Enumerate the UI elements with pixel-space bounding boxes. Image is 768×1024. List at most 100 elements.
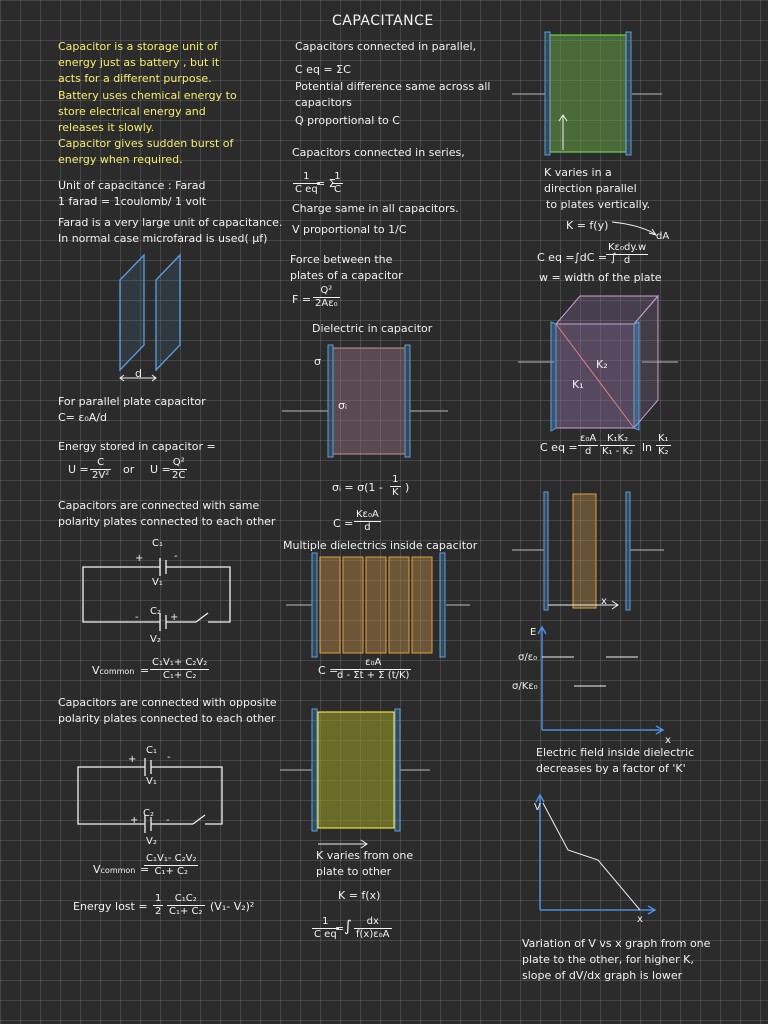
parallel-plate-line: For parallel plate capacitor <box>58 395 206 408</box>
numerator: 1 <box>293 171 320 184</box>
v2-label: V₂ <box>146 836 157 847</box>
denominator: C <box>334 184 341 195</box>
green-capacitor-diagram <box>512 31 662 156</box>
half-fraction: 1 2 <box>153 893 164 918</box>
numerator: C₁V₁- C₂V₂ <box>144 853 199 866</box>
denominator: K₁ - K₂ <box>602 446 634 457</box>
numerator: ε₀A <box>578 433 599 446</box>
two-k-fraction-1: ε₀A d <box>578 433 599 458</box>
intro-line: store electrical energy and <box>58 105 206 118</box>
orange-capacitor-diagram <box>512 491 664 611</box>
circuit-same-polarity <box>82 558 231 631</box>
energy-u2-lhs: U = <box>150 463 171 476</box>
efield-caption: Electric field inside dielectric <box>536 746 695 759</box>
opposite-polarity-line: polarity plates connected to each other <box>58 712 276 725</box>
width-definition: w = width of the plate <box>539 271 662 284</box>
force-line: plates of a capacitor <box>290 269 403 282</box>
denominator: f(x)ε₀A <box>356 929 390 940</box>
numerator: 1 <box>312 916 339 929</box>
equals-sign: = <box>140 664 150 677</box>
two-k-ceq-lhs: C eq = <box>540 441 578 454</box>
minus-sign: - <box>167 752 171 763</box>
circuit-opposite-polarity <box>77 758 223 833</box>
unit-line: Farad is a very large unit of capacitanc… <box>58 216 283 229</box>
denominator: 2V² <box>92 470 110 481</box>
unit-line: In normal case microfarad is used( µf) <box>58 232 268 245</box>
series-heading: Capacitors connected in series, <box>292 146 465 159</box>
k-varies-lhs-fraction: 1 C eq <box>312 916 339 941</box>
numerator: C₁V₁+ C₂V₂ <box>150 657 210 670</box>
closing-paren: ) <box>405 481 410 494</box>
numerator: C₁C₂ <box>167 893 205 906</box>
efield-graph <box>537 625 665 735</box>
x-label: x <box>601 596 607 607</box>
numerator: Kε₀dy.w <box>606 242 649 255</box>
multiple-heading: Multiple dielectrics inside capacitor <box>283 539 478 552</box>
k-varies-line: K varies from one <box>316 849 414 862</box>
multiple-c-lhs: C = <box>318 664 339 677</box>
efield-caption: decreases by a factor of 'K' <box>536 762 686 775</box>
numerator: 1 <box>153 893 164 906</box>
plus-sign: + <box>170 612 179 623</box>
multiple-dielectrics-diagram <box>286 552 470 658</box>
series-line: V proportional to 1/C <box>292 223 407 236</box>
same-polarity-line: polarity plates connected to each other <box>58 515 276 528</box>
series-rhs-fraction: 1 C <box>332 171 343 196</box>
energy-lost-fraction: C₁C₂ C₁+ C₂ <box>167 893 205 918</box>
numerator: K₁ <box>656 433 671 446</box>
energy-u1-fraction: C 2V² <box>90 457 112 482</box>
vcommon-sub: common <box>100 866 136 875</box>
force-lhs: F = <box>292 293 312 306</box>
energy-heading: Energy stored in capacitor = <box>58 440 216 453</box>
integral-expression: ∫dC = ∫ <box>574 251 617 264</box>
parallel-plate-formula: C= ε₀A/d <box>58 411 107 424</box>
intro-line: energy when required. <box>58 153 183 166</box>
dielectric-c-fraction: Kε₀A d <box>354 509 381 534</box>
intro-line: acts for a different purpose. <box>58 72 212 85</box>
distance-label: d <box>135 367 142 380</box>
ln-label: ln <box>642 441 653 454</box>
energy-u1-lhs: U = <box>68 463 89 476</box>
k-parallel-line: direction parallel <box>544 182 637 195</box>
same-polarity-line: Capacitors are connected with same <box>58 499 260 512</box>
unit-line: Unit of capacitance : Farad <box>58 179 206 192</box>
series-lhs-fraction: 1 C eq <box>293 171 320 196</box>
two-k-fraction-3: K₁ K₂ <box>656 433 671 458</box>
denominator: C eq <box>314 929 337 940</box>
sigma-i-fraction: 1 K <box>390 474 401 499</box>
denominator: C eq <box>295 184 318 195</box>
denominator: d <box>584 446 592 457</box>
k-varies-plate-diagram <box>280 708 430 849</box>
unit-line: 1 farad = 1coulomb/ 1 volt <box>58 195 207 208</box>
v1-label: V₁ <box>146 776 157 787</box>
left-tilted-plate <box>119 253 145 372</box>
intro-line: releases it slowly. <box>58 121 155 134</box>
multiple-c-fraction: ε₀A d - Σt + Σ (t/K) <box>335 657 412 682</box>
distance-arrow <box>119 374 157 382</box>
vcommon-sub: common <box>99 667 135 676</box>
numerator: 1 <box>390 474 401 487</box>
numerator: C <box>90 457 112 470</box>
two-k-cube-diagram <box>518 294 678 432</box>
k-parallel-line: K varies in a <box>544 166 612 179</box>
parallel-line: Q proportional to C <box>295 114 400 127</box>
k-parallel-fraction: Kε₀dy.w d <box>606 242 649 267</box>
k-fx-formula: K = f(x) <box>338 889 381 902</box>
vcommon-fraction: C₁V₁+ C₂V₂ C₁+ C₂ <box>150 657 210 682</box>
denominator: K <box>392 487 399 498</box>
denominator: d <box>623 255 631 266</box>
c2-label: C₂ <box>150 606 161 617</box>
denominator: C₁+ C₂ <box>169 906 203 917</box>
ceq-lhs: C eq = <box>537 251 575 264</box>
vcommon-v: V <box>92 664 100 677</box>
parallel-ceq-formula: C eq = ΣC <box>295 63 351 76</box>
minus-sign: - <box>174 551 178 562</box>
v1-label: V₁ <box>152 577 163 588</box>
plus-sign: + <box>130 815 139 826</box>
v-x-graph <box>535 793 657 915</box>
da-arrow <box>611 221 658 236</box>
vgraph-caption: plate to the other, for higher K, <box>522 953 694 966</box>
parallel-line: capacitors <box>295 96 352 109</box>
integral-sign: ∫ <box>344 917 352 935</box>
k-parallel-line: to plates vertically. <box>546 198 651 211</box>
